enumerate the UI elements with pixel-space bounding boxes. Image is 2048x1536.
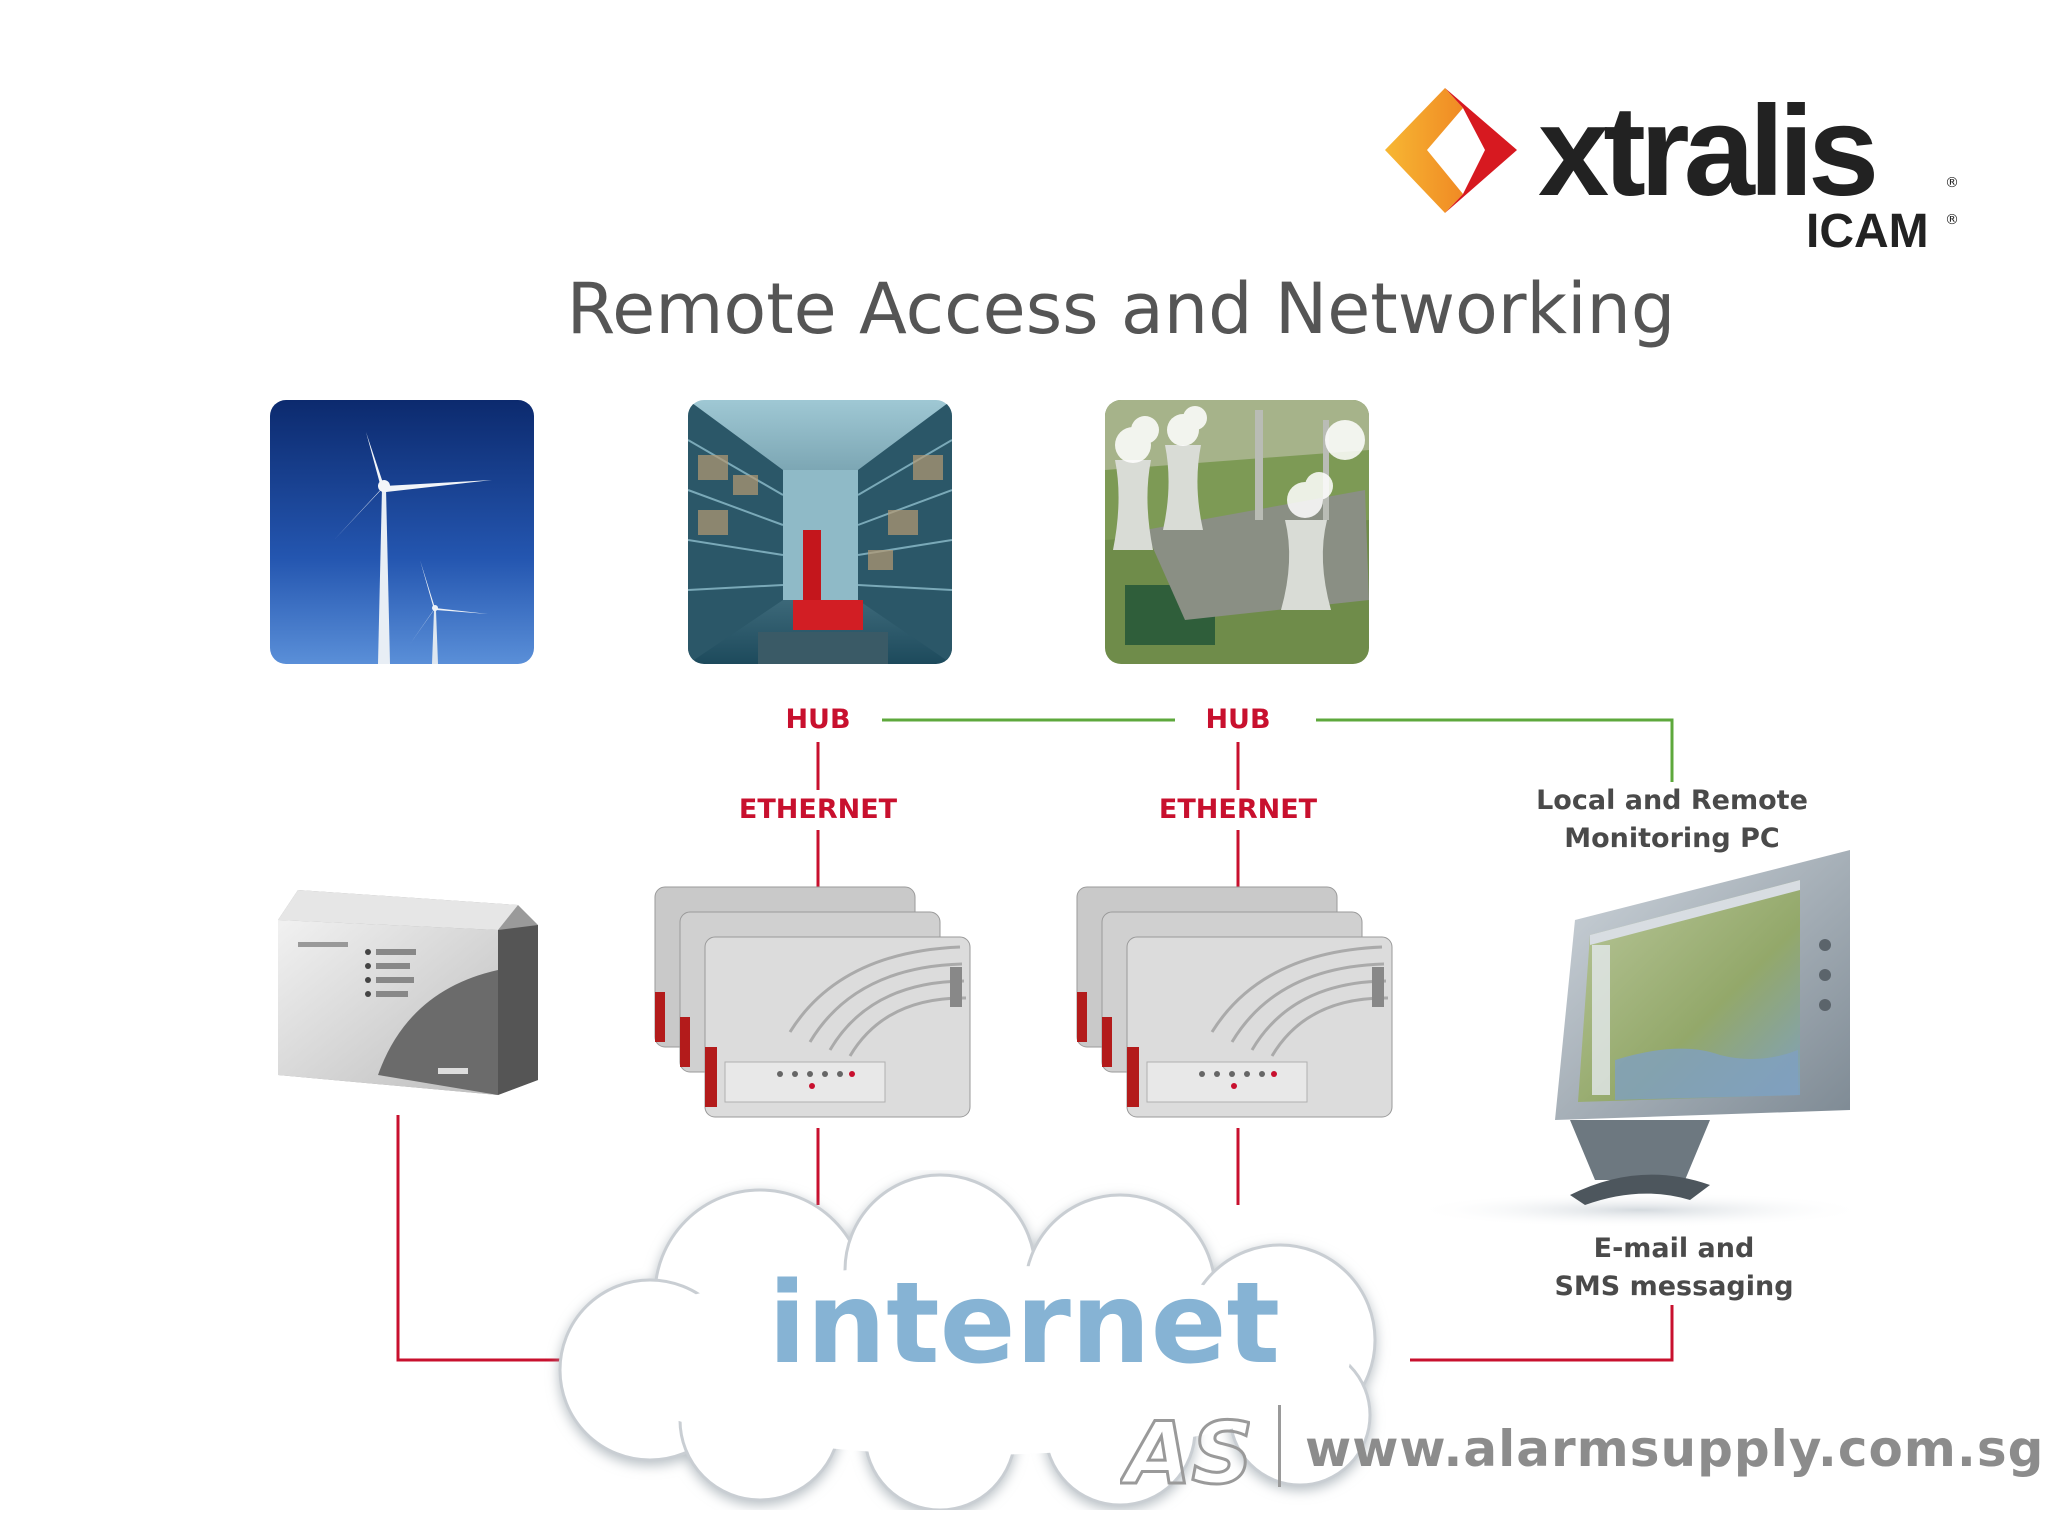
detector-rack-group [654,886,971,1118]
brand-product-name: ICAM [1806,205,1929,258]
product-registered-mark: ® [1945,212,1959,228]
detector-unit [278,890,538,1095]
brand-name: xtralis [1538,80,1879,223]
rack-unit [704,936,971,1118]
power-plant-photo [1105,400,1369,664]
messaging-internet-line [1410,1305,1674,1362]
hub-label: HUB [785,704,851,735]
rack-unit [1126,936,1393,1118]
messaging-label-line: SMS messaging [1554,1271,1794,1302]
alarm-supply-logo-text: AS [1120,1405,1250,1495]
internet-label: internet [768,1259,1281,1389]
footer-divider [1278,1405,1281,1487]
internet-cloud [558,1173,1377,1510]
ethernet-label: ETHERNET [1158,794,1318,825]
page-title: Remote Access and Networking [566,268,1676,350]
website-url: www.alarmsupply.com.sg [1305,1420,2045,1478]
warehouse-photo [688,400,952,664]
brand-registered-mark: ® [1945,175,1959,191]
wind-turbines-photo [270,400,534,664]
monitoring-pc-label-line: Monitoring PC [1564,823,1780,854]
hub-to-pc-line [1316,718,1674,782]
detector-internet-line [396,1115,560,1362]
xtralis-logo-mark [1385,88,1517,213]
hub-label: HUB [1205,704,1271,735]
alarm-supply-logo: AS [1120,1405,1250,1495]
monitoring-pc-label-line: Local and Remote [1536,785,1808,816]
monitoring-pc-label: Local and Remote Monitoring PC [1536,782,1808,858]
monitoring-pc-monitor [1420,850,1870,1228]
detector-rack-group [1076,886,1393,1118]
messaging-label: E-mail and SMS messaging [1554,1230,1793,1306]
ethernet-label: ETHERNET [738,794,898,825]
messaging-label-line: E-mail and [1593,1233,1755,1264]
